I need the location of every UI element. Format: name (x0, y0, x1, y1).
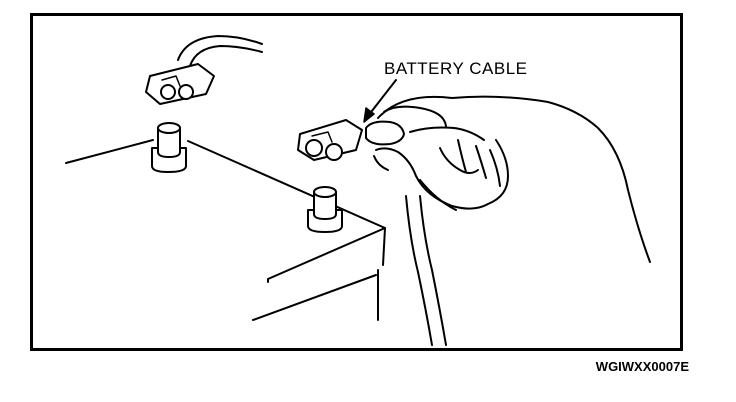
battery-terminal-left (151, 122, 187, 173)
callout-arrow (363, 79, 397, 123)
battery-body (65, 139, 386, 321)
figure-code: WGIWXX0007E (595, 359, 689, 374)
hand (365, 95, 651, 263)
battery-cable-label: BATTERY CABLE (384, 59, 528, 78)
cable-clamp-upper (145, 35, 263, 105)
figure-frame (30, 13, 683, 351)
battery-terminal-right (307, 186, 343, 233)
battery-cable-clamp (297, 119, 363, 161)
battery-cable-wire (405, 195, 447, 346)
